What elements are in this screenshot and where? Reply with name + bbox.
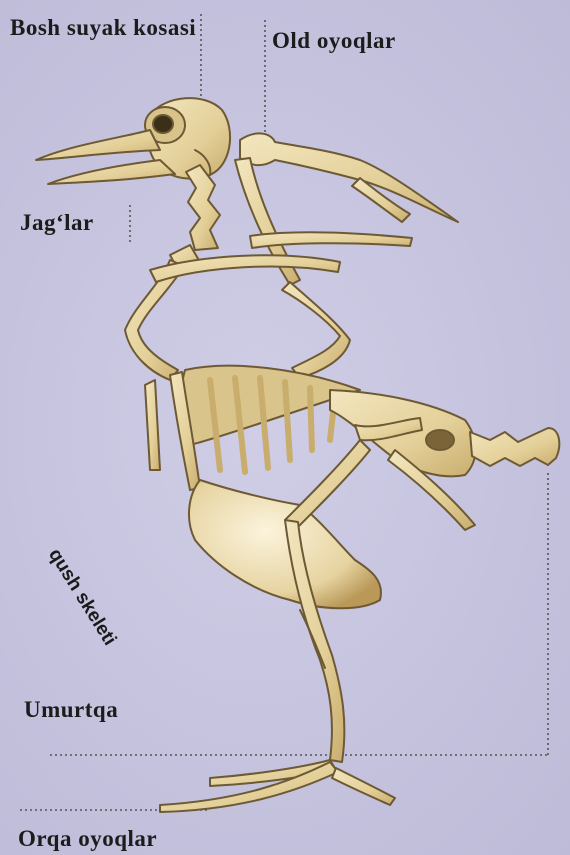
label-hindlimbs: Orqa oyoqlar: [18, 826, 157, 852]
keel-sternum: [189, 480, 381, 608]
neck-vertebrae: [170, 165, 220, 270]
tail-vertebrae: [470, 428, 559, 466]
label-skull: Bosh suyak kosasi: [10, 12, 200, 44]
label-forelimbs: Old oyoqlar: [272, 28, 396, 54]
label-spine: Umurtqa: [24, 697, 118, 723]
rib-cage: [181, 366, 360, 472]
label-jaws: Jag‘lar: [20, 210, 94, 236]
